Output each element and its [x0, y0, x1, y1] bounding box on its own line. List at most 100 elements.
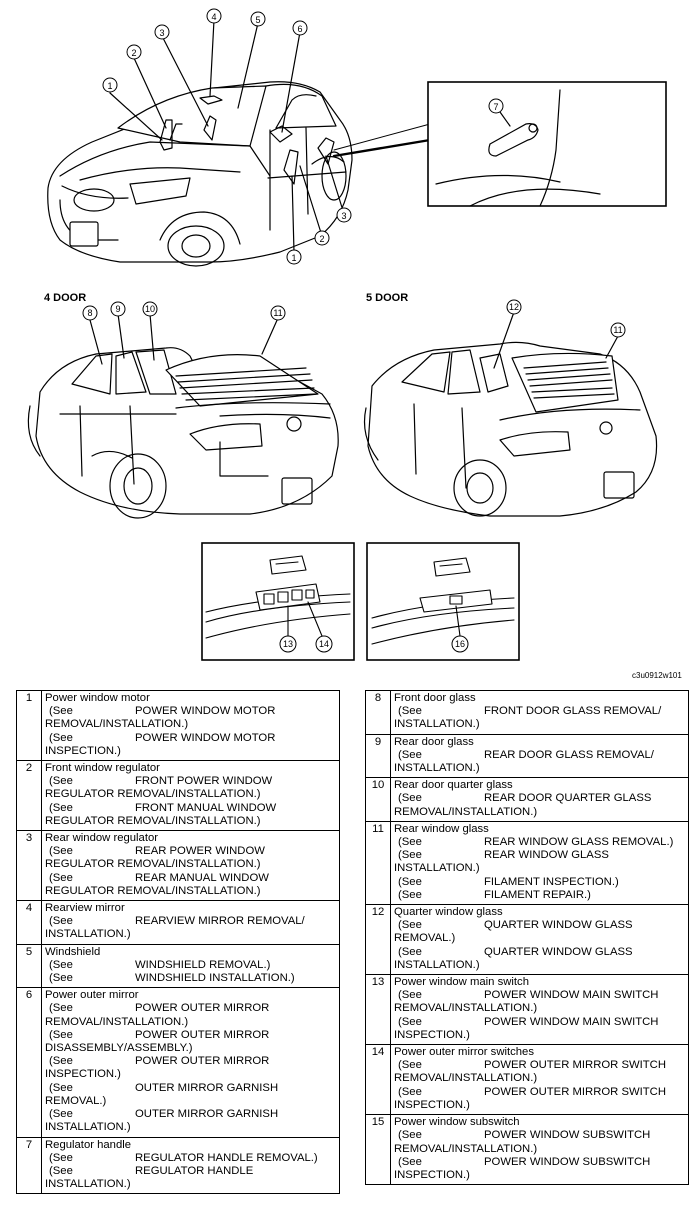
- reference-link-text[interactable]: POWER WINDOW MAIN SWITCH: [484, 1015, 659, 1028]
- callout-8: 8: [87, 308, 92, 318]
- reference-link-text[interactable]: FRONT DOOR GLASS REMOVAL/: [484, 705, 662, 718]
- see-label: (See: [49, 1055, 73, 1068]
- reference-link-text[interactable]: OUTER MIRROR GARNISH: [135, 1108, 279, 1121]
- part-title: Power window main switch: [394, 976, 529, 989]
- reference-link-text[interactable]: REAR MANUAL WINDOW: [135, 871, 269, 884]
- reference-link-text[interactable]: REGULATOR HANDLE REMOVAL.): [135, 1151, 318, 1164]
- part-title: Power window motor: [45, 692, 150, 704]
- reference-link-text[interactable]: POWER OUTER MIRROR: [135, 1055, 270, 1068]
- reference-link-text[interactable]: REGULATOR REMOVAL/INSTALLATION.): [45, 788, 261, 801]
- callout-12: 12: [509, 302, 519, 312]
- reference-link-text[interactable]: REGULATOR HANDLE: [135, 1164, 254, 1177]
- reference-link-text[interactable]: POWER OUTER MIRROR: [135, 1002, 270, 1015]
- callout-3b: 3: [341, 211, 346, 221]
- part-number: 7: [16, 1136, 42, 1195]
- see-label: (See: [49, 1164, 73, 1177]
- reference-link-text[interactable]: REMOVAL/INSTALLATION.): [394, 1142, 538, 1155]
- reference-link-text[interactable]: POWER WINDOW MOTOR: [135, 731, 276, 744]
- callout-4: 4: [211, 12, 216, 22]
- see-label: (See: [398, 1059, 422, 1072]
- reference-link-text[interactable]: INSPECTION.): [45, 744, 121, 757]
- reference-link-text[interactable]: REMOVAL/INSTALLATION.): [45, 718, 189, 731]
- part-number: 10: [365, 777, 391, 822]
- part-reference: (See REARVIEW MIRROR REMOVAL/INSTALLATION…: [45, 915, 337, 941]
- reference-link-text[interactable]: REMOVAL.): [394, 932, 456, 945]
- reference-link-text[interactable]: REGULATOR REMOVAL/INSTALLATION.): [45, 814, 261, 827]
- reference-link-text[interactable]: INSTALLATION.): [45, 1178, 131, 1191]
- reference-link-text[interactable]: REGULATOR REMOVAL/INSTALLATION.): [45, 884, 261, 897]
- reference-link-text[interactable]: POWER OUTER MIRROR: [135, 1028, 270, 1041]
- reference-link-text[interactable]: REAR POWER WINDOW: [135, 845, 265, 858]
- part-reference: (See POWER OUTER MIRROR INSPECTION.): [45, 1055, 337, 1081]
- reference-link-text[interactable]: REMOVAL/INSTALLATION.): [394, 805, 538, 818]
- part-reference: (See REGULATOR HANDLE REMOVAL.): [45, 1152, 337, 1165]
- reference-link-text[interactable]: INSTALLATION.): [394, 958, 480, 971]
- reference-link-text[interactable]: REMOVAL.): [45, 1094, 107, 1107]
- callout-9: 9: [115, 304, 120, 314]
- reference-link-text[interactable]: INSTALLATION.): [394, 762, 480, 775]
- reference-link-text[interactable]: INSTALLATION.): [45, 928, 131, 941]
- see-label: (See: [398, 1129, 422, 1142]
- reference-link-text[interactable]: INSTALLATION.): [45, 1121, 131, 1134]
- reference-link-text[interactable]: REMOVAL/INSTALLATION.): [394, 1072, 538, 1085]
- reference-link-text[interactable]: INSPECTION.): [394, 1168, 470, 1181]
- part-reference: (See REGULATOR HANDLE INSTALLATION.): [45, 1165, 337, 1191]
- part-title: Rear door quarter glass: [394, 779, 513, 792]
- see-label: (See: [398, 919, 422, 932]
- reference-link-text[interactable]: REAR DOOR GLASS REMOVAL/: [484, 748, 654, 761]
- reference-link-text[interactable]: POWER WINDOW SUBSWITCH: [484, 1129, 651, 1142]
- reference-link-text[interactable]: FRONT POWER WINDOW: [135, 775, 273, 788]
- reference-link-text[interactable]: WINDSHIELD REMOVAL.): [135, 958, 271, 971]
- reference-link-text[interactable]: POWER WINDOW MOTOR: [135, 705, 276, 718]
- reference-link-text[interactable]: INSPECTION.): [394, 1098, 470, 1111]
- reference-link-text[interactable]: FILAMENT REPAIR.): [484, 888, 591, 901]
- reference-link-text[interactable]: POWER WINDOW MAIN SWITCH: [484, 989, 659, 1002]
- reference-link-text[interactable]: DISASSEMBLY/ASSEMBLY.): [45, 1042, 193, 1055]
- callout-6: 6: [297, 24, 302, 34]
- reference-link-text[interactable]: REAR WINDOW GLASS: [484, 849, 609, 862]
- reference-link-text[interactable]: QUARTER WINDOW GLASS: [484, 919, 633, 932]
- see-label: (See: [49, 1151, 73, 1164]
- reference-link-text[interactable]: REAR WINDOW GLASS REMOVAL.): [484, 836, 674, 849]
- reference-link-text[interactable]: INSTALLATION.): [394, 862, 480, 875]
- reference-link-text[interactable]: REAR DOOR QUARTER GLASS: [484, 792, 652, 805]
- reference-link-text[interactable]: REGULATOR REMOVAL/INSTALLATION.): [45, 858, 261, 871]
- reference-link-text[interactable]: FRONT MANUAL WINDOW: [135, 801, 277, 814]
- reference-link-text[interactable]: INSTALLATION.): [394, 718, 480, 731]
- reference-link-text[interactable]: FILAMENT INSPECTION.): [484, 875, 619, 888]
- reference-link-text[interactable]: WINDSHIELD INSTALLATION.): [135, 972, 295, 985]
- reference-link-text[interactable]: POWER OUTER MIRROR SWITCH: [484, 1059, 666, 1072]
- reference-link-text[interactable]: QUARTER WINDOW GLASS: [484, 945, 633, 958]
- see-label: (See: [49, 915, 73, 928]
- reference-link-text[interactable]: POWER WINDOW SUBSWITCH: [484, 1155, 651, 1168]
- reference-link-text[interactable]: REMOVAL/INSTALLATION.): [45, 1015, 189, 1028]
- reference-link-text[interactable]: REMOVAL/INSTALLATION.): [394, 1002, 538, 1015]
- reference-link-text[interactable]: INSPECTION.): [45, 1068, 121, 1081]
- part-number: 4: [16, 900, 42, 945]
- reference-link-text[interactable]: INSPECTION.): [394, 1028, 470, 1041]
- part-number: 2: [16, 760, 42, 832]
- reference-link-text[interactable]: OUTER MIRROR GARNISH: [135, 1081, 279, 1094]
- see-label: (See: [398, 1085, 422, 1098]
- reference-link-text[interactable]: REARVIEW MIRROR REMOVAL/: [135, 915, 305, 928]
- see-label: (See: [398, 1015, 422, 1028]
- reference-link-text[interactable]: POWER OUTER MIRROR SWITCH: [484, 1085, 666, 1098]
